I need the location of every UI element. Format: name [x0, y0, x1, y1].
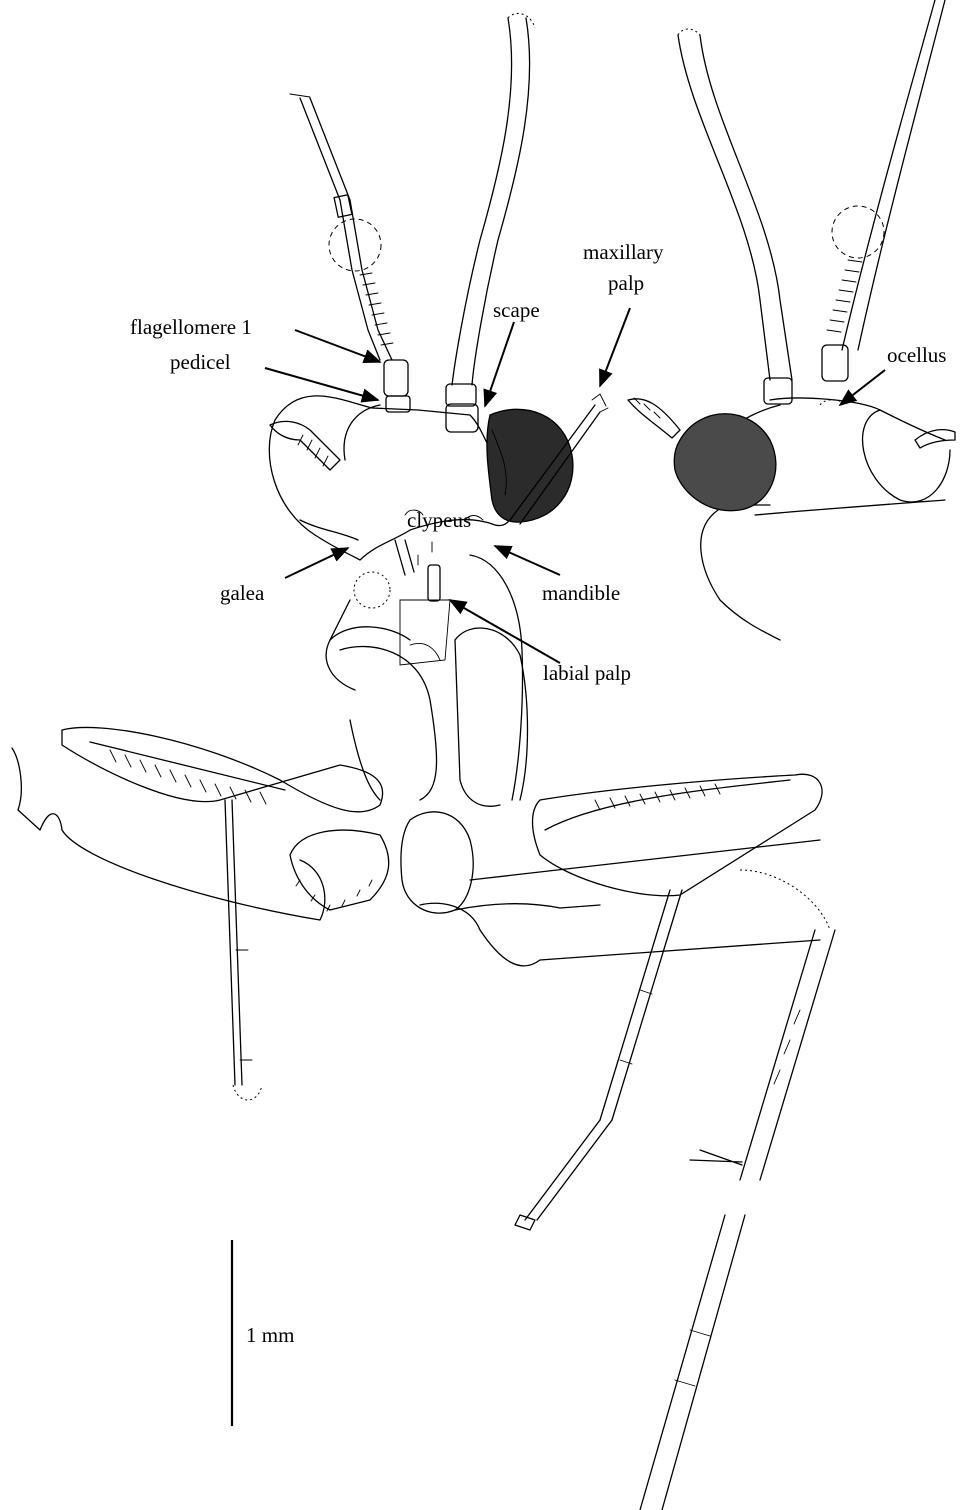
left-raptorial-leg: [12, 727, 389, 1100]
dorsal-view: [628, 0, 955, 640]
compound-eye-dorsal: [674, 414, 776, 511]
pedicel-shape: [384, 360, 408, 396]
arrow-scape: [485, 322, 514, 406]
right-antenna: [446, 13, 535, 432]
label-ocellus: ocellus: [887, 343, 946, 367]
head: [269, 394, 608, 608]
arrow-maxillary-palp: [600, 308, 630, 386]
label-scape: scape: [493, 298, 540, 322]
arrow-mandible: [495, 546, 560, 575]
right-raptorial-leg: [515, 774, 822, 1230]
label-clypeus: clypeus: [407, 508, 471, 532]
arrow-flagellomere: [295, 330, 380, 362]
label-flagellomere: flagellomere 1: [130, 315, 252, 339]
label-pedicel: pedicel: [170, 350, 231, 374]
label-galea: galea: [220, 581, 265, 605]
dorsal-right-antenna: [822, 0, 945, 381]
annotation-arrows: [265, 308, 885, 663]
scale-bar-label: 1 mm: [246, 1323, 294, 1347]
arrow-pedicel: [265, 368, 378, 400]
dorsal-left-antenna: [678, 29, 792, 404]
arrow-ocellus: [840, 370, 885, 405]
left-antenna: [290, 94, 410, 412]
label-palp: palp: [608, 271, 644, 295]
coxae: [401, 812, 820, 966]
arrow-galea: [285, 548, 348, 578]
label-labial-palp: labial palp: [543, 661, 631, 685]
label-maxillary: maxillary: [583, 240, 664, 264]
dorsal-head: [628, 398, 955, 640]
middle-leg: [640, 870, 835, 1510]
label-mandible: mandible: [542, 581, 620, 605]
ventral-view: [12, 13, 835, 1510]
scale-bar: 1 mm: [232, 1240, 294, 1426]
compound-eye-left-view: [487, 409, 573, 522]
